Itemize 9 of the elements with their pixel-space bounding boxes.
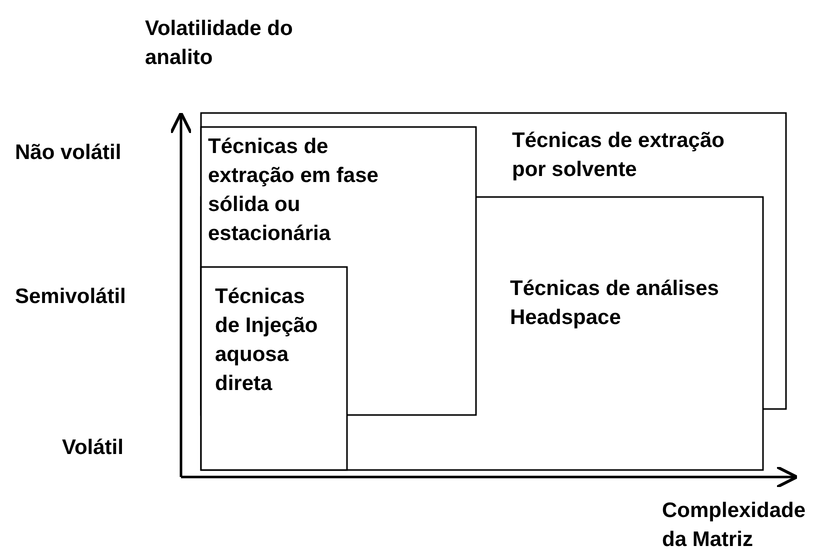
tick-label: Semivolátil: [15, 284, 127, 310]
tick-label: Não volátil: [15, 140, 122, 166]
region-label: Técnicas de extração por solvente: [512, 128, 726, 183]
tick-label: Volátil: [62, 435, 124, 461]
axis-title: Volatilidade do analito: [145, 16, 294, 71]
region-label: Técnicas de análises Headspace: [510, 276, 720, 331]
region-label: Técnicas de Injeção aquosa direta: [215, 284, 319, 397]
axis-title: Complexidade da Matriz: [662, 498, 807, 552]
region-label: Técnicas de extração em fase sólida ou estacionária: [208, 134, 380, 247]
